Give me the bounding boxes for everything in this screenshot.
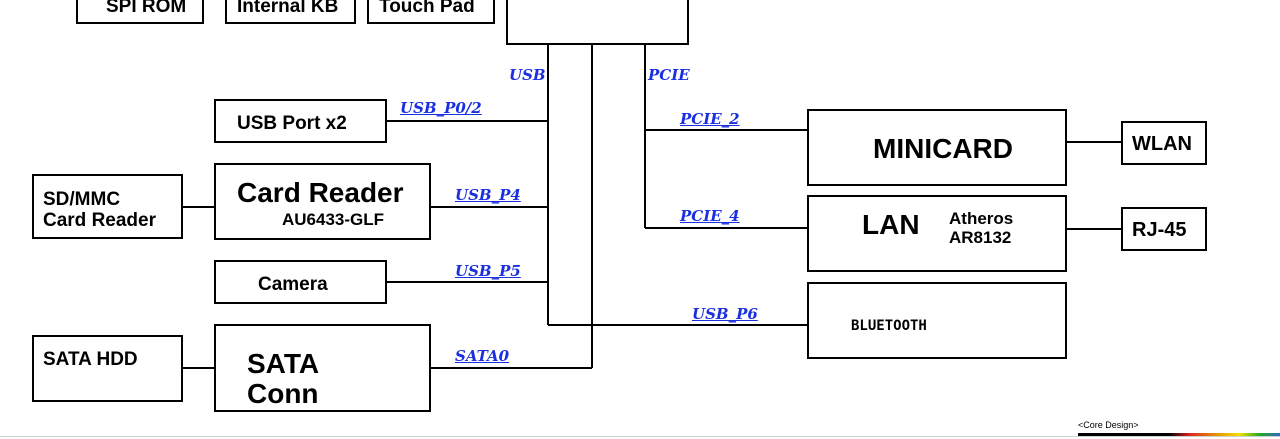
sata-conn-label-1: SATA (247, 348, 320, 379)
usb-p4-signal-label: USB_P4 (455, 186, 521, 204)
camera-label: Camera (258, 274, 328, 295)
chipset-box (506, 0, 689, 45)
lan-label: LAN (862, 209, 920, 240)
usb-port-label: USB Port x2 (237, 113, 347, 134)
rj45-label: RJ-45 (1132, 219, 1187, 241)
internal-kb-box: Internal KB (225, 0, 356, 24)
spi-rom-box: SPI ROM (76, 0, 204, 24)
sata-conn-box: SATA Conn (214, 324, 431, 412)
sata0-signal-label: SATA0 (455, 347, 510, 365)
sd-mmc-label-2: Card Reader (43, 210, 156, 231)
footer-color-stripe (1078, 433, 1280, 437)
sd-mmc-label-1: SD/MMC (43, 189, 121, 210)
wlan-box: WLAN (1121, 121, 1207, 165)
touch-pad-label: Touch Pad (379, 0, 475, 17)
internal-kb-label: Internal KB (237, 0, 339, 17)
sd-mmc-box: SD/MMC Card Reader (32, 174, 183, 239)
bluetooth-label: BLUETOOTH (851, 318, 927, 334)
wlan-label: WLAN (1132, 133, 1192, 155)
card-reader-chip-label: AU6433-GLF (282, 210, 385, 229)
camera-box: Camera (214, 260, 387, 304)
pcie-4-signal-label: PCIE_4 (680, 207, 740, 225)
touch-pad-box: Touch Pad (367, 0, 495, 24)
sata-hdd-box: SATA HDD (32, 335, 183, 402)
spi-rom-label: SPI ROM (106, 0, 187, 17)
core-design-label: <Core Design> (1078, 420, 1139, 430)
usb-port-box: USB Port x2 (214, 99, 387, 143)
lan-box: LAN Atheros AR8132 (807, 195, 1067, 272)
lan-chip-label-1: Atheros (949, 209, 1014, 228)
pcie-2-signal-label: PCIE_2 (680, 110, 740, 128)
minicard-label: MINICARD (873, 133, 1013, 164)
page-bottom-rule (0, 436, 1280, 437)
usb-p6-signal-label: USB_P6 (692, 305, 758, 323)
minicard-box: MINICARD (807, 109, 1067, 186)
sata-conn-label-2: Conn (247, 378, 319, 409)
usb-p5-signal-label: USB_P5 (455, 262, 521, 280)
pcie-signal-label: PCIE (648, 66, 690, 84)
card-reader-box: Card Reader AU6433-GLF (214, 163, 431, 240)
lan-chip-label-2: AR8132 (949, 228, 1012, 247)
bluetooth-box: BLUETOOTH (807, 282, 1067, 359)
rj45-box: RJ-45 (1121, 207, 1207, 251)
usb-signal-label: USB (509, 66, 546, 84)
usb-p02-signal-label: USB_P0/2 (400, 99, 482, 117)
sata-hdd-label: SATA HDD (43, 349, 138, 370)
card-reader-label: Card Reader (237, 177, 404, 208)
